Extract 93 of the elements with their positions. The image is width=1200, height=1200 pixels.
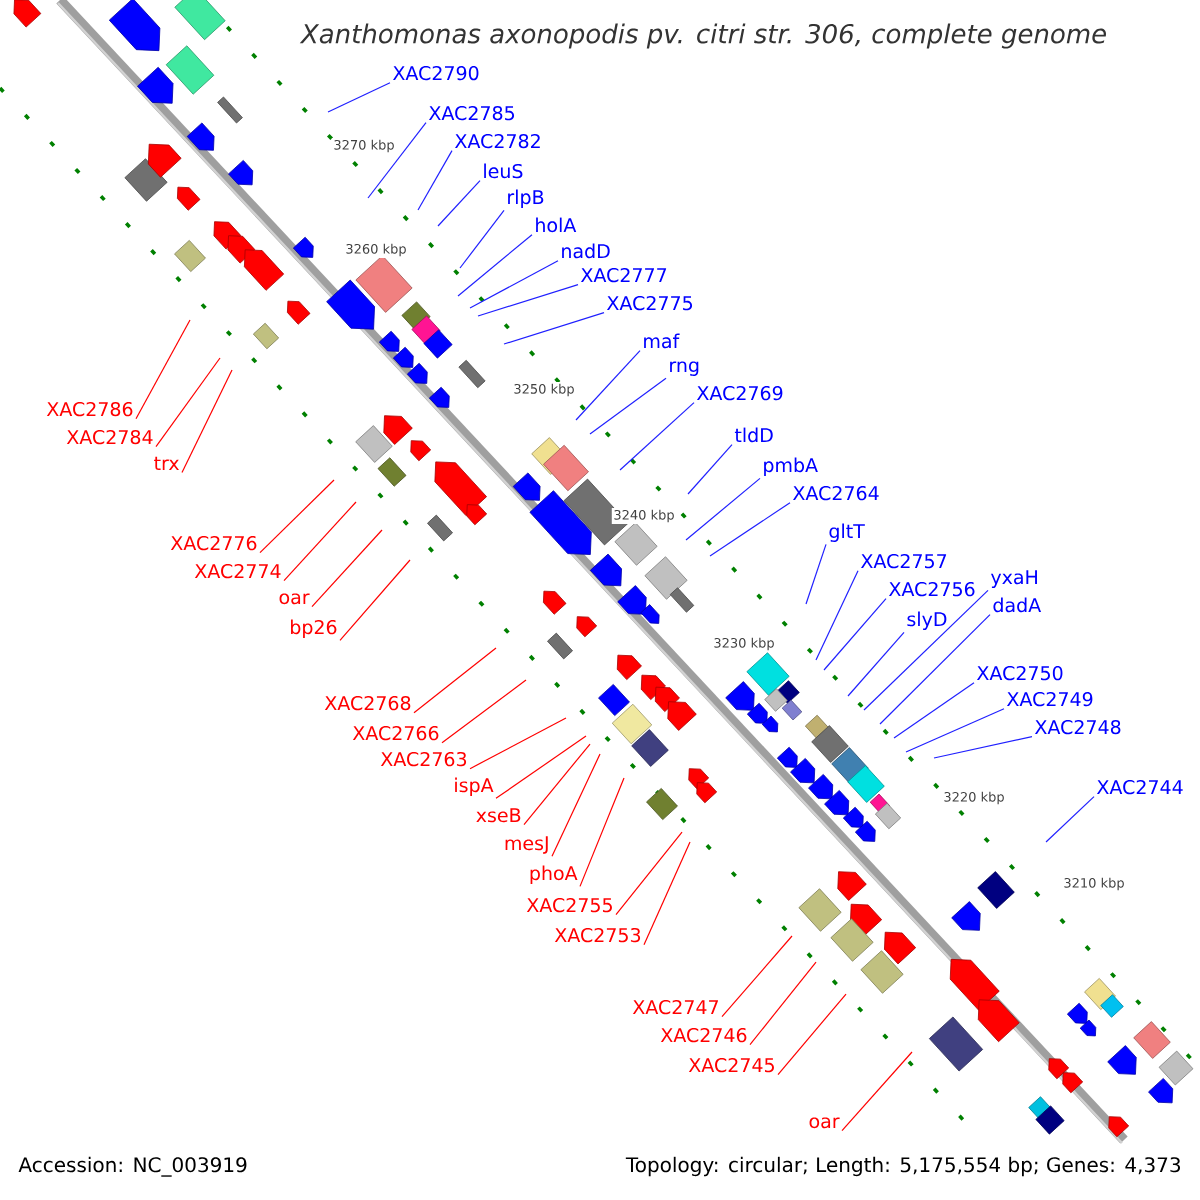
gene-label: ispA bbox=[455, 777, 494, 796]
leader-line bbox=[477, 284, 579, 317]
gene-label: holA bbox=[536, 217, 577, 233]
leader-line bbox=[551, 753, 601, 857]
gene-label: XAC2790 bbox=[392, 65, 479, 81]
gene-label: XAC2774 bbox=[194, 563, 281, 579]
gene-label: XAC2777 bbox=[580, 267, 667, 283]
gene-label: nadD bbox=[562, 243, 610, 259]
gene-label: mesJ bbox=[505, 836, 548, 854]
gene-label: XAC2749 bbox=[1007, 691, 1093, 707]
leader-line bbox=[893, 682, 975, 739]
title: Xanthomonas axonopodis pv. citri str. 306, complete genome bbox=[299, 23, 1106, 49]
leader-line bbox=[905, 708, 1005, 753]
gene-label: XAC2756 bbox=[888, 581, 975, 597]
gene-label: phoA bbox=[530, 865, 578, 884]
gene-label: XAC2769 bbox=[696, 385, 783, 401]
leader-line bbox=[367, 122, 427, 199]
leader-line bbox=[687, 444, 733, 495]
leader-line bbox=[413, 647, 497, 714]
leader-line bbox=[339, 559, 411, 641]
footer-text: Accession: NC_003919 bbox=[18, 1156, 247, 1177]
gene-label: XAC2748 bbox=[1034, 719, 1121, 735]
leader-line bbox=[847, 631, 905, 697]
leader-line bbox=[615, 831, 683, 916]
leader-line bbox=[495, 735, 587, 799]
leader-line bbox=[441, 679, 527, 744]
leader-line bbox=[135, 319, 191, 420]
gene-label: tldD bbox=[734, 427, 773, 443]
gene-label: XAC2768 bbox=[324, 695, 411, 711]
gene-label: XAC2784 bbox=[66, 429, 153, 445]
leader-line bbox=[437, 180, 481, 227]
leader-line bbox=[823, 598, 887, 671]
footer-text: Topology: circular; Length: 5,175,554 bp; Genes: 4,373 bbox=[625, 1156, 1180, 1177]
leader-line bbox=[933, 736, 1033, 759]
leader-line bbox=[643, 841, 691, 946]
leader-line bbox=[417, 150, 453, 211]
leader-line bbox=[815, 570, 859, 661]
gene-label: XAC2757 bbox=[860, 553, 947, 569]
leader-line bbox=[841, 1051, 913, 1132]
gene-label: XAC2766 bbox=[352, 725, 439, 741]
gene-label: oar bbox=[809, 1117, 840, 1129]
gene-label: rng bbox=[670, 361, 699, 376]
gene-label: XAC2753 bbox=[554, 927, 641, 943]
leader-line bbox=[863, 589, 989, 711]
leader-line bbox=[589, 377, 667, 435]
leader-line bbox=[155, 357, 221, 448]
leader-line bbox=[459, 209, 505, 269]
leader-line bbox=[283, 501, 357, 582]
gene-label: slyD bbox=[907, 611, 947, 630]
gene-label: maf bbox=[644, 333, 680, 349]
gene-label: XAC2775 bbox=[606, 295, 693, 311]
gene-label: gltT bbox=[829, 523, 865, 542]
gene-label: XAC2755 bbox=[526, 897, 612, 913]
gene-label: XAC2763 bbox=[380, 751, 467, 767]
gene-label: XAC2750 bbox=[976, 665, 1063, 681]
gene-label: yxaH bbox=[990, 570, 1037, 588]
leader-line bbox=[327, 82, 391, 113]
leader-line bbox=[457, 234, 533, 297]
leader-line bbox=[709, 502, 791, 557]
gene-label: XAC2776 bbox=[170, 535, 257, 551]
leader-line bbox=[1045, 796, 1095, 843]
leader-line bbox=[181, 369, 233, 473]
gene-label: XAC2782 bbox=[454, 133, 540, 149]
gene-label: XAC2746 bbox=[660, 1027, 747, 1043]
leader-line bbox=[619, 402, 695, 471]
leader-line bbox=[469, 260, 559, 309]
gene-label: XAC2745 bbox=[688, 1057, 774, 1073]
leader-line bbox=[523, 743, 591, 826]
leader-line bbox=[579, 777, 625, 887]
leader-line bbox=[777, 993, 847, 1076]
gene-label: XAC2785 bbox=[428, 105, 515, 121]
gene-label: oar bbox=[279, 593, 310, 605]
gene-label: leuS bbox=[484, 163, 523, 179]
leader-line bbox=[805, 543, 827, 605]
gene-label: trx bbox=[154, 456, 179, 470]
gene-label: XAC2786 bbox=[46, 401, 133, 417]
gene-label: XAC2744 bbox=[1097, 779, 1183, 795]
gene-label: dadA bbox=[993, 597, 1042, 613]
leader-line bbox=[503, 312, 605, 345]
gene-label: xseB bbox=[476, 808, 521, 823]
leader-line bbox=[879, 614, 991, 725]
leader-line bbox=[721, 935, 793, 1018]
leader-line bbox=[749, 961, 817, 1046]
leader-line bbox=[685, 477, 761, 541]
leader-line bbox=[575, 350, 641, 421]
leader-line bbox=[259, 479, 335, 554]
gene-label: rlpB bbox=[508, 189, 544, 208]
gene-label: pmbA bbox=[764, 457, 818, 476]
gene-label: XAC2747 bbox=[632, 999, 718, 1015]
leader-line bbox=[311, 529, 383, 608]
gene-label: XAC2764 bbox=[792, 485, 879, 501]
leader-line bbox=[469, 717, 567, 770]
gene-label: bp26 bbox=[291, 619, 337, 638]
